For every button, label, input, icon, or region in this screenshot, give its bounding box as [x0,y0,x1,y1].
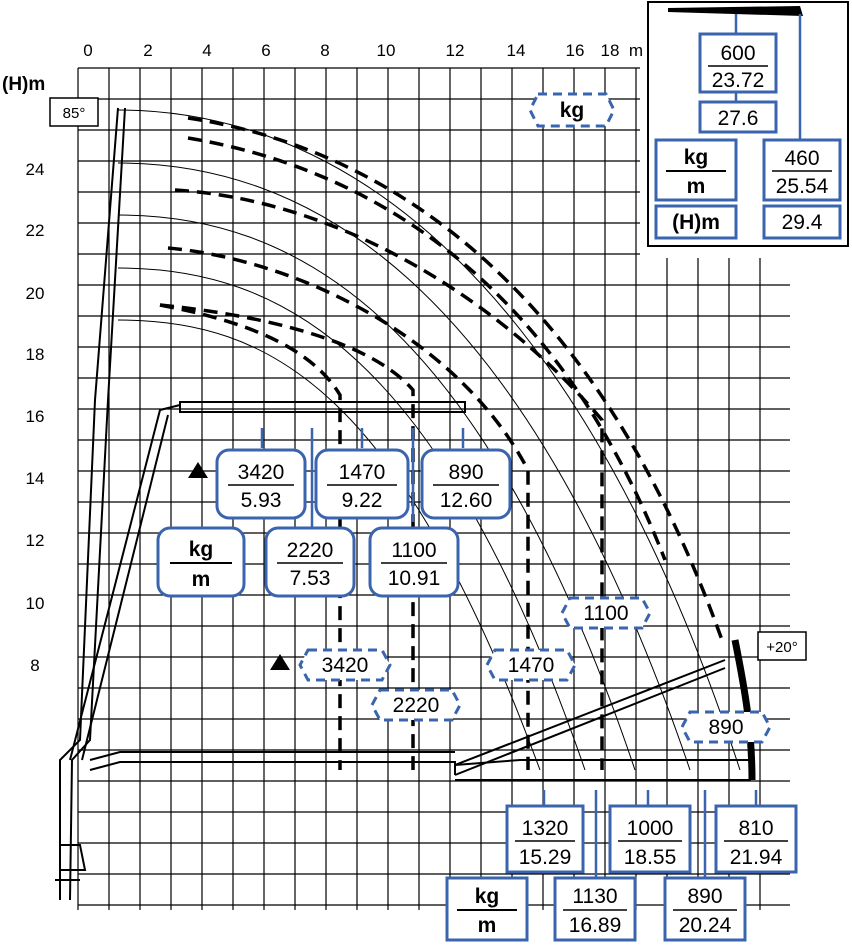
load-kg: 2220 [287,539,334,562]
load-kg: 1100 [391,539,436,562]
unit-kg: kg [475,885,500,908]
unit-m: m [478,914,497,937]
load-kg: 890 [448,461,483,484]
load-radius: 10.91 [388,567,441,590]
inset-radius: 23.72 [712,69,765,92]
crane-silhouette [55,107,751,901]
thick-limit-curve [731,639,756,781]
unit-m: m [192,568,211,591]
hex-label: 2220 [370,688,462,722]
x-tick: 18 [601,41,620,60]
hex-value: 3420 [322,654,369,677]
unit-kg: kg [684,146,709,169]
unit-h: (H)m [672,211,720,234]
x-axis-ticks: 0 2 4 6 8 10 12 14 16 18 m [83,41,643,60]
hex-label: 1100 [560,596,652,630]
load-box: 810 21.94 [714,804,798,874]
inset-radius: 25.54 [776,175,829,198]
y-tick: 20 [26,284,45,303]
load-radius: 5.93 [241,489,282,512]
x-tick: 14 [507,41,526,60]
y-tick: 8 [30,656,39,675]
unit-m: m [687,175,706,198]
load-kg: 810 [738,817,773,840]
hex-label: 3420 [298,648,392,682]
y-tick: 16 [26,407,45,426]
hex-value: 2220 [393,694,440,717]
load-box: 1000 18.55 [608,804,692,874]
angle-max-label: 85° [49,97,99,127]
x-tick: 12 [446,41,465,60]
load-kg: 1000 [627,817,674,840]
load-kg: 1130 [572,885,617,908]
hex-kg: kg [560,99,585,122]
load-radius: 21.94 [730,846,783,869]
hex-value: 890 [708,716,743,739]
hex-value: 1100 [583,602,628,625]
y-tick: 24 [26,160,45,179]
load-kg: 890 [687,885,722,908]
hex-label: 890 [680,710,772,744]
inset-height: 27.6 [718,107,759,130]
angle-max-text: 85° [63,105,86,122]
x-tick: 0 [83,41,92,60]
load-radius: 12.60 [440,489,493,512]
load-radius: 16.89 [569,914,622,937]
y-tick: 14 [26,469,45,488]
load-box: 1130 16.89 [553,876,637,942]
unit-kg: kg [189,538,214,561]
y-tick: 10 [26,594,45,613]
x-tick: 8 [320,41,329,60]
x-tick: 10 [377,41,396,60]
y-tick: 22 [26,221,45,240]
load-radius: 20.24 [679,914,732,937]
load-curves [159,116,724,770]
hex-label-kg: kg [528,92,616,128]
hex-value: 1470 [508,654,555,677]
y-unit: (H)m [2,74,45,95]
unit-legend: kg m [445,876,529,942]
load-box: 890 12.60 [420,448,512,520]
warning-triangle-icon [270,654,290,670]
load-box: 1320 15.29 [505,804,585,874]
load-radius: 15.29 [519,846,572,869]
load-box: 1100 10.91 [368,526,460,598]
x-tick: 6 [261,41,270,60]
inset-panel: 600 23.72 27.6 kg m 460 25.54 (H)m 29.4 [647,1,849,247]
load-kg: 3420 [238,461,285,484]
y-tick: 18 [26,345,45,364]
x-tick: 16 [566,41,585,60]
load-box: 890 20.24 [663,876,747,942]
x-tick: 4 [202,41,211,60]
y-axis-ticks: (H)m 24 22 20 18 16 14 12 10 8 [2,74,45,675]
x-unit: m [629,41,643,60]
load-radius: 18.55 [624,846,677,869]
y-tick: 12 [26,531,45,550]
load-radius: 9.22 [342,489,383,512]
unit-legend: kg m [156,526,246,598]
angle-min-text: +20° [766,639,797,656]
load-kg: 1320 [522,817,569,840]
x-tick: 2 [143,41,152,60]
load-box: 3420 5.93 [215,448,307,520]
load-box: 1470 9.22 [314,448,410,520]
hex-label: 1470 [485,648,577,682]
load-kg: 1470 [339,461,386,484]
inset-kg: 600 [720,42,755,65]
inset-kg: 460 [784,147,819,170]
angle-min-label: +20° [757,631,807,661]
warning-triangle-icon [188,462,208,478]
load-radius: 7.53 [290,567,331,590]
inset-height: 29.4 [782,211,823,234]
load-box: 2220 7.53 [264,526,356,598]
leader-lines [260,428,758,877]
